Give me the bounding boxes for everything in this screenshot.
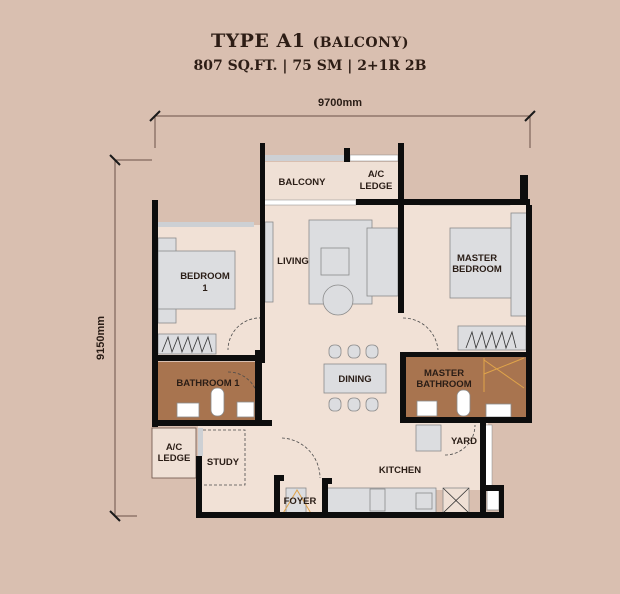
walls (152, 143, 532, 518)
unit-type-title: TYPE A1 (BALCONY) (0, 30, 620, 52)
width-dimension-label: 9700mm (318, 97, 362, 109)
label-dining: DINING (338, 374, 371, 385)
label-study: STUDY (207, 457, 240, 468)
unit-type-label: TYPE A1 (210, 30, 306, 52)
area-sqft: 807 SQ.FT. (193, 58, 278, 74)
dining-chair (347, 344, 361, 359)
label-living: LIVING (277, 256, 309, 267)
balcony-area (264, 162, 400, 202)
label-yard: YARD (451, 436, 477, 447)
dining-chair (365, 344, 379, 359)
dining-chair (347, 397, 361, 412)
master-nightstands (510, 212, 528, 317)
label-balcony: BALCONY (279, 177, 327, 188)
svg-text:BEDROOM: BEDROOM (452, 264, 502, 275)
label-ac-ledge-left: A/C (166, 442, 183, 453)
master-vanity (485, 403, 512, 418)
svg-text:LEDGE: LEDGE (360, 181, 393, 192)
dining-chair (328, 344, 342, 359)
fridge (415, 424, 442, 452)
width-dimension (149, 110, 536, 148)
svg-text:LEDGE: LEDGE (158, 453, 191, 464)
wardrobe-hangers (161, 330, 517, 514)
svg-text:1: 1 (202, 283, 208, 294)
label-bedroom-1: BEDROOM (180, 271, 230, 282)
depth-dimension-label: 9150mm (95, 316, 107, 360)
room-labels: BALCONY A/C LEDGE LIVING BEDROOM 1 MASTE… (158, 169, 502, 507)
unit-specs: 807 SQ.FT. | 75 SM | 2+1R 2B (193, 58, 427, 74)
label-ac-ledge-top: A/C (368, 169, 385, 180)
master-basin (416, 400, 438, 417)
bathroom1-toilet (210, 387, 225, 417)
dining-table (323, 363, 387, 394)
bedroom1-bed (157, 250, 236, 310)
area-sm: 75 SM (292, 58, 343, 74)
armchair (322, 284, 354, 316)
bedroom1-wardrobe (157, 333, 217, 355)
label-bathroom-1: BATHROOM 1 (176, 378, 240, 389)
yard-sink (486, 489, 500, 511)
depth-dimension (109, 154, 152, 522)
kitchen-sink (415, 492, 433, 510)
master-toilet (456, 389, 471, 417)
dining-chair (328, 397, 342, 412)
label-master-bathroom: MASTER (424, 368, 464, 379)
master-wardrobe (457, 325, 527, 351)
master-bed (449, 227, 521, 299)
label-foyer: FOYER (284, 496, 317, 507)
ac-ledge-left-area (151, 427, 197, 479)
label-kitchen: KITCHEN (379, 465, 421, 476)
door-swings (198, 317, 476, 486)
tv-console (264, 221, 274, 303)
unit-type-variant: (BALCONY) (312, 35, 410, 51)
svg-text:BATHROOM: BATHROOM (416, 379, 471, 390)
stove (369, 488, 386, 512)
room-configuration: 2+1R 2B (357, 58, 427, 74)
label-master-bedroom: MASTER (457, 253, 497, 264)
sofa (366, 227, 399, 297)
shower-screen-lines (281, 357, 525, 516)
bathroom1-basin (176, 402, 200, 418)
dining-chair (365, 397, 379, 412)
coffee-table (320, 247, 350, 276)
bathroom1-shower-tray (236, 401, 255, 418)
